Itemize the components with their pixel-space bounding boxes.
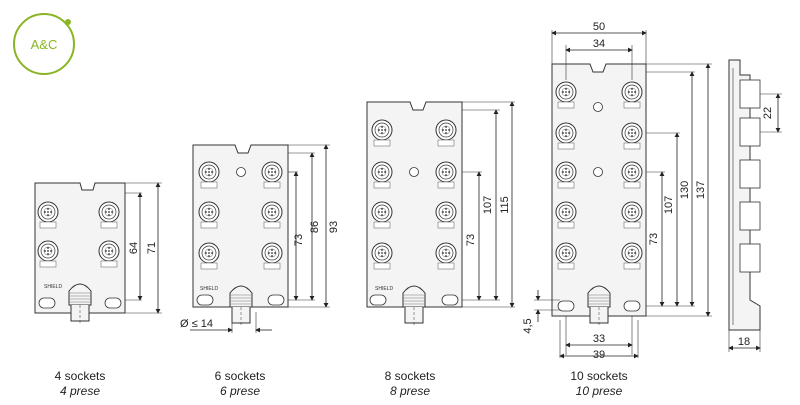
m12-socket [435,242,457,270]
cable-gland [402,285,426,325]
m12-socket [261,242,283,270]
m12-socket [621,242,643,270]
brand-marking: SHIELD [44,284,62,290]
m12-socket [621,81,643,109]
m12-socket [261,201,283,229]
label-8-sockets: 8 sockets [385,369,436,383]
label-10-prese: 10 prese [576,384,623,398]
m12-socket [555,201,577,229]
m12-socket [555,81,577,109]
dim-22: 22 [762,107,774,119]
mounting-slot [369,294,387,306]
dim-39: 39 [593,349,605,361]
label-6-sockets: 6 sockets [215,369,266,383]
logo-text: A&C [31,37,58,52]
dim-86: 86 [309,221,321,233]
m12-socket [555,122,577,150]
mounting-hole [236,167,246,177]
dim-71: 71 [146,242,158,254]
m12-socket [371,119,393,147]
dim-73: 73 [465,234,477,246]
m12-socket [198,201,220,229]
mounting-slot [623,300,641,312]
label-10-sockets: 10 sockets [570,369,627,383]
m12-socket [371,242,393,270]
m12-socket [98,201,120,229]
mounting-hole [593,102,603,112]
mounting-slot [104,297,122,309]
dim-4-5: 4,5 [522,318,534,333]
mounting-slot [441,294,459,306]
logo: A&C [13,13,75,75]
dim-115: 115 [499,196,511,214]
dims-10: 50 34 73 107 130 137 33 39 [522,21,712,361]
dim-18: 18 [738,336,750,348]
m12-socket [198,242,220,270]
label-8-prese: 8 prese [390,384,430,398]
dims-4: 64 71 [125,182,162,314]
dim-73: 73 [648,233,660,245]
dim-64: 64 [128,242,140,254]
label-6-prese: 6 prese [220,384,260,398]
m12-socket [37,240,59,268]
boxes-details: SHIELD SHIELD SHIELD [37,81,643,325]
dim-107: 107 [663,196,675,214]
dim-73: 73 [293,234,305,246]
mounting-slot [557,300,575,312]
dim-cable-diameter: Ø ≤ 14 [180,318,213,330]
dims-6: 73 86 93 Ø ≤ 14 [180,144,340,333]
dim-93: 93 [328,221,340,233]
dim-34: 34 [593,38,605,50]
m12-socket [98,240,120,268]
brand-marking: SHIELD [200,286,218,292]
m12-socket [621,161,643,189]
m12-socket [435,119,457,147]
label-4-prese: 4 prese [60,384,100,398]
dim-50: 50 [593,21,605,33]
m12-socket [371,161,393,189]
dim-130: 130 [679,181,691,199]
mounting-hole [593,167,603,177]
m12-socket [621,201,643,229]
label-4-sockets: 4 sockets [55,369,106,383]
mounting-hole [409,167,419,177]
brand-marking: SHIELD [375,286,393,292]
variant-10-sockets: 50 34 73 107 130 137 33 39 [522,21,712,398]
m12-socket [555,242,577,270]
m12-socket [37,201,59,229]
cable-gland [587,285,611,325]
m12-socket [261,161,283,189]
m12-socket [435,201,457,229]
dim-107: 107 [482,196,494,214]
m12-socket [371,201,393,229]
dim-33: 33 [593,333,605,345]
dim-137: 137 [695,181,707,199]
m12-socket [435,161,457,189]
mounting-slot [196,294,214,306]
mounting-slot [267,294,285,306]
cable-gland [68,283,92,323]
dims-8: 73 107 115 [462,101,515,308]
m12-socket [621,122,643,150]
side-view: 22 18 [728,59,782,352]
mounting-slot [38,297,56,309]
m12-socket [198,161,220,189]
m12-socket [555,161,577,189]
cable-gland [229,285,253,325]
